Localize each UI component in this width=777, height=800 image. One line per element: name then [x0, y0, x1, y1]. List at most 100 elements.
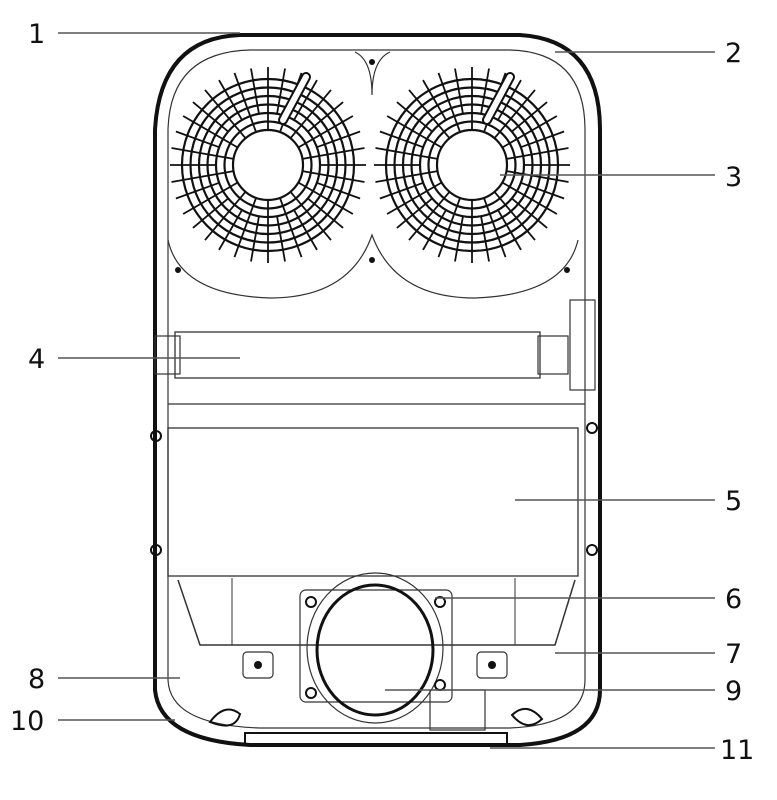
grille-spoke	[520, 181, 565, 200]
callout-1: 1	[28, 19, 45, 50]
callout-3: 3	[725, 162, 742, 193]
fan-housing	[167, 233, 579, 299]
duct-flange	[299, 589, 453, 703]
grille-spoke	[375, 147, 438, 160]
grille-spoke	[386, 181, 443, 215]
grille-spoke	[386, 115, 443, 149]
grille-spoke	[506, 147, 569, 160]
callout-10: 10	[10, 706, 44, 737]
inner-frame	[167, 49, 586, 729]
grille-spoke	[302, 170, 365, 183]
grille-spoke	[204, 89, 247, 139]
screw-dot	[175, 267, 181, 273]
grille-spoke	[192, 101, 229, 133]
grille-spoke	[279, 197, 303, 258]
grille-spoke	[293, 79, 318, 121]
grille-spoke	[316, 181, 361, 200]
leader-lines	[58, 32, 715, 749]
grille-spoke	[182, 181, 239, 215]
grille-spoke	[379, 181, 424, 200]
grille-spoke	[511, 197, 548, 229]
grille-spoke	[396, 101, 433, 133]
grille-spoke	[171, 147, 234, 160]
grille-spoke	[250, 216, 260, 262]
callout-11: 11	[720, 735, 754, 766]
callout-7: 7	[725, 639, 742, 670]
grille-spoke	[483, 197, 507, 258]
grille-spoke	[437, 72, 461, 133]
component-5-panel	[167, 427, 579, 577]
grille-spoke	[480, 216, 490, 262]
grille-spoke	[480, 68, 490, 114]
fan-left	[170, 67, 366, 263]
grille-spoke	[454, 68, 464, 114]
grille-spoke	[493, 191, 536, 241]
grille-spoke	[293, 209, 318, 251]
tray	[177, 579, 576, 646]
screw-dot	[369, 59, 375, 65]
grille-spoke	[493, 89, 536, 139]
grille-spoke	[171, 170, 234, 183]
grille-spoke	[182, 115, 239, 149]
grille-spoke	[501, 181, 558, 215]
grille-spoke	[276, 68, 286, 114]
grille-spoke	[307, 101, 344, 133]
grille-spoke	[218, 209, 243, 251]
mount-tab	[242, 651, 274, 679]
fan-hub	[240, 137, 296, 193]
bar-end-left	[154, 335, 181, 375]
grille-spoke	[511, 101, 548, 133]
grille-spoke	[289, 191, 332, 241]
fan-hub	[444, 137, 500, 193]
grille-spoke	[297, 115, 354, 149]
callout-8: 8	[28, 664, 45, 695]
bar-end-right	[537, 335, 569, 375]
grille-spoke	[289, 89, 332, 139]
grille-spoke	[396, 197, 433, 229]
grille-spoke	[497, 79, 522, 121]
duct-inner	[315, 583, 435, 717]
callout-2: 2	[725, 38, 742, 69]
callout-5: 5	[725, 486, 742, 517]
callout-9: 9	[725, 676, 742, 707]
component-11-rail	[244, 732, 508, 746]
screw-dot	[564, 267, 570, 273]
fan-right	[374, 67, 570, 263]
grille-spoke	[506, 170, 569, 183]
grille-spoke	[218, 79, 243, 121]
grille-spoke	[204, 191, 247, 241]
callout-6: 6	[725, 584, 742, 615]
hook-left	[208, 708, 242, 727]
grille-spoke	[233, 72, 257, 133]
grille-spoke	[408, 89, 451, 139]
grille-spoke	[307, 197, 344, 229]
grille-spoke	[175, 130, 220, 149]
grille-spoke	[276, 216, 286, 262]
grille-spoke	[422, 79, 447, 121]
panel-screws	[150, 422, 598, 556]
side-bracket	[569, 299, 596, 391]
grille-spoke	[408, 191, 451, 241]
grille-spoke	[375, 170, 438, 183]
grille-spoke	[422, 209, 447, 251]
hook-right	[510, 708, 544, 726]
screw-dot	[369, 257, 375, 263]
component-4-bar	[174, 331, 541, 379]
grille-spoke	[250, 68, 260, 114]
grille-spoke	[175, 181, 220, 200]
callout-4: 4	[28, 344, 45, 375]
component-9-duct	[306, 572, 444, 724]
grille-spoke	[233, 197, 257, 258]
fan-divider-notch	[354, 51, 391, 96]
grille-spoke	[437, 197, 461, 258]
grille-spoke	[497, 209, 522, 251]
grille-spoke	[501, 115, 558, 149]
grille-spoke	[302, 147, 365, 160]
duct-latch	[429, 689, 486, 731]
grille-spoke	[520, 130, 565, 149]
grille-spoke	[379, 130, 424, 149]
grille-spoke	[454, 216, 464, 262]
mount-tab	[476, 651, 508, 679]
grille-spoke	[192, 197, 229, 229]
